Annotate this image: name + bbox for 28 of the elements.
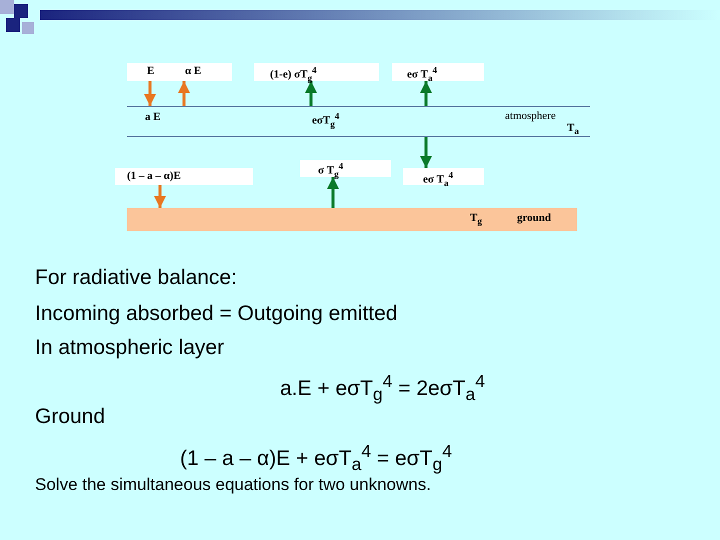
arrow — [305, 81, 317, 106]
text-line: Solve the simultaneous equations for two unknowns. — [35, 475, 431, 495]
text-line: For radiative balance: — [35, 266, 237, 290]
label-box — [300, 160, 391, 177]
label-box — [115, 168, 253, 185]
flux-label: (1 – a – α)E — [127, 170, 181, 182]
flux-label: T$_{a}$ — [567, 122, 579, 136]
text-line: In atmospheric layer — [35, 336, 224, 360]
flux-label: α E — [185, 65, 202, 77]
flux-label: T$_{g}$ — [470, 212, 482, 226]
arrow — [327, 177, 339, 208]
arrow — [154, 185, 166, 208]
atmosphere-layer — [127, 106, 590, 137]
arrow — [178, 81, 190, 106]
flux-label: E — [147, 65, 154, 77]
label-box — [127, 63, 232, 81]
label-box — [403, 168, 484, 185]
flux-label: atmosphere — [505, 110, 556, 122]
arrow — [420, 81, 432, 106]
flux-label: ground — [517, 212, 552, 224]
arrow — [420, 137, 432, 168]
label-box — [254, 63, 379, 81]
arrow — [144, 81, 156, 106]
flux-label: a E — [145, 111, 161, 123]
text-line: Ground — [35, 405, 106, 429]
text-line: Incoming absorbed = Outgoing emitted — [35, 302, 398, 326]
ground-band — [127, 208, 577, 231]
label-box — [392, 63, 484, 81]
